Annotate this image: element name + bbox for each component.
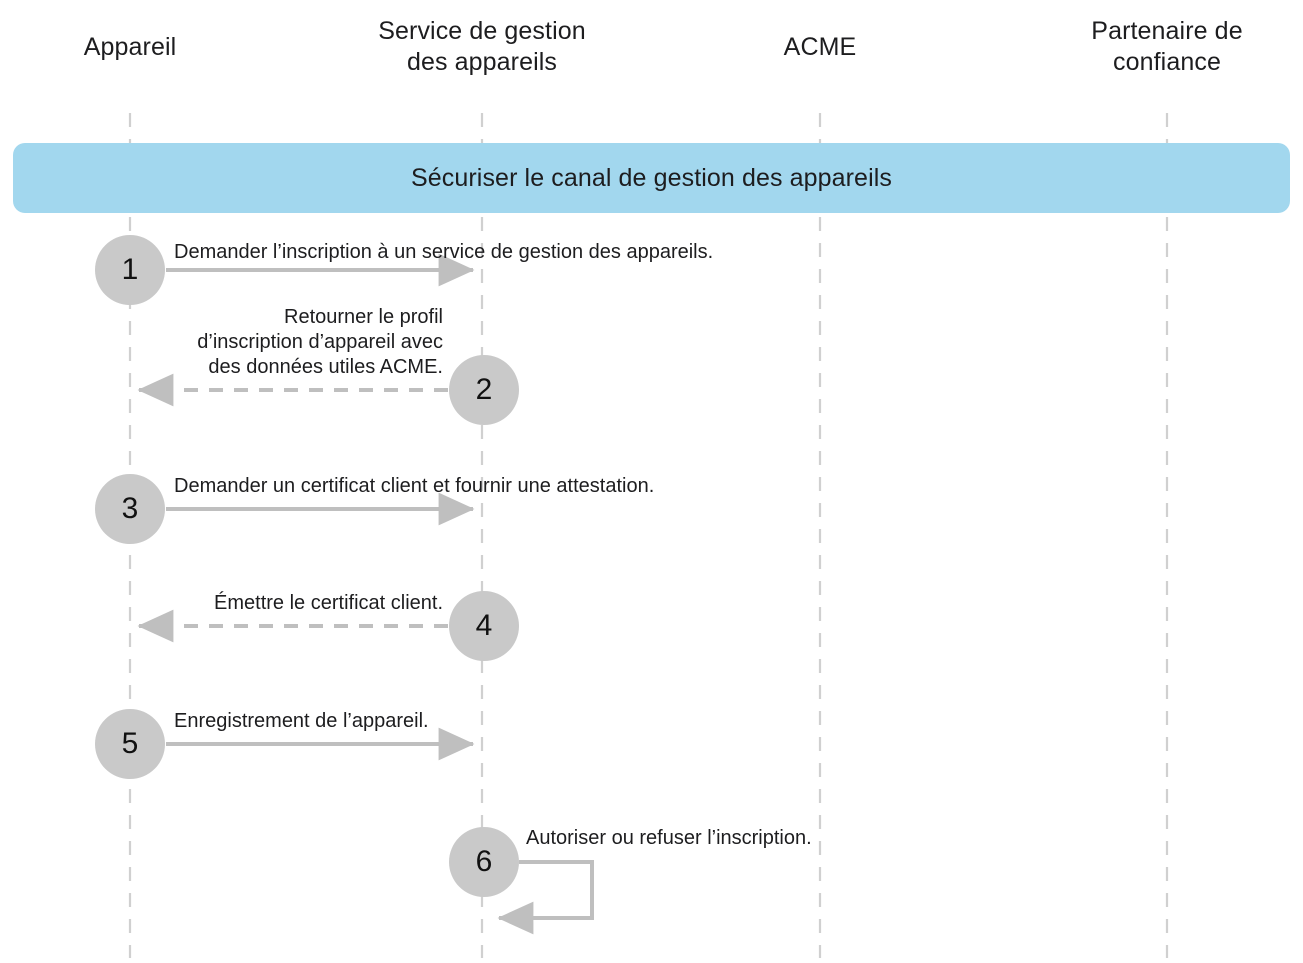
step-badge-2: 2 — [449, 355, 519, 425]
lifeline-header-service-gestion-label: Service de gestion des appareils — [378, 17, 586, 76]
message-label-3: Demander un certificat client et fournir… — [174, 475, 655, 497]
message-label-5: Enregistrement de l’appareil. — [174, 710, 429, 732]
step-badge-2-number: 2 — [475, 373, 493, 406]
step-badge-5-number: 5 — [121, 727, 139, 760]
phase-banner: Sécuriser le canal de gestion des appare… — [13, 143, 1290, 213]
step-badge-4-number: 4 — [475, 609, 493, 642]
step-badge-1: 1 — [95, 235, 165, 305]
lifeline-header-acme: ACME — [700, 32, 940, 63]
lifeline-header-service-gestion: Service de gestion des appareils — [332, 16, 632, 78]
step-badge-1-number: 1 — [121, 253, 139, 286]
message-arrow-6-self-loop — [497, 860, 594, 935]
step-badge-6: 6 — [449, 827, 519, 897]
step-badge-6-number: 6 — [475, 845, 493, 878]
step-badge-5: 5 — [95, 709, 165, 779]
lifeline-header-appareil: Appareil — [20, 32, 240, 63]
message-label-6: Autoriser ou refuser l’inscription. — [526, 827, 812, 849]
lifeline-header-appareil-label: Appareil — [83, 33, 177, 61]
step-badge-4: 4 — [449, 591, 519, 661]
lifeline-header-acme-label: ACME — [783, 33, 857, 61]
message-label-4: Émettre le certificat client. — [214, 592, 443, 614]
message-label-1: Demander l’inscription à un service de g… — [174, 241, 714, 263]
message-label-2: Retourner le profil d’inscription d’appa… — [197, 306, 443, 378]
phase-banner-label: Sécuriser le canal de gestion des appare… — [411, 163, 892, 192]
lifeline-header-partenaire: Partenaire de confiance — [1037, 16, 1297, 78]
step-badge-3-number: 3 — [121, 492, 139, 525]
lifeline-header-partenaire-label: Partenaire de confiance — [1091, 17, 1243, 76]
step-badge-3: 3 — [95, 474, 165, 544]
